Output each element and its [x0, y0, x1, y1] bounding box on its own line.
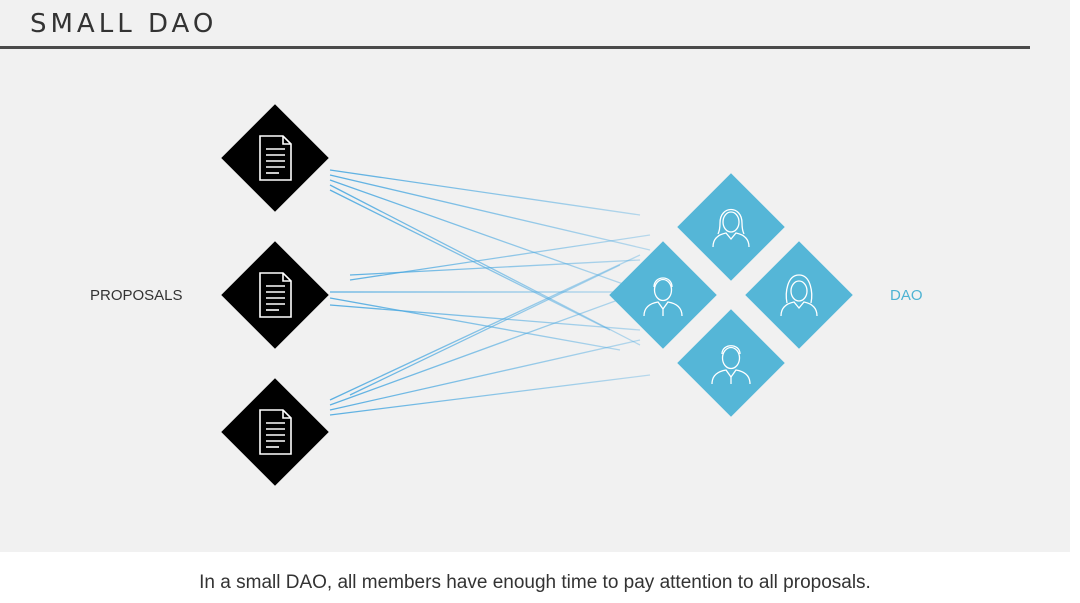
link-line	[329, 291, 641, 406]
link-line	[329, 179, 641, 291]
person-icon	[711, 345, 751, 385]
link-line	[329, 174, 651, 251]
link-line	[349, 264, 621, 396]
page-title: SMALL DAO	[30, 9, 218, 39]
proposal-node	[221, 378, 329, 486]
document-icon	[259, 135, 292, 181]
person-icon	[780, 274, 818, 317]
diagram-panel	[0, 0, 1070, 552]
link-line	[329, 254, 641, 401]
document-icon	[259, 272, 292, 318]
link-line	[329, 297, 621, 351]
proposal-node	[221, 241, 329, 349]
person-icon	[712, 208, 750, 248]
link-line	[329, 374, 651, 416]
title-underline	[0, 46, 1030, 49]
dao-member-node	[609, 241, 717, 349]
dao-member-node	[745, 241, 853, 349]
document-icon	[259, 409, 292, 455]
proposal-node	[221, 104, 329, 212]
proposals-label: PROPOSALS	[90, 287, 183, 304]
link-line	[329, 184, 641, 346]
dao-member-node	[677, 173, 785, 281]
link-line	[329, 304, 641, 331]
dao-member-node	[677, 309, 785, 417]
link-line	[329, 169, 641, 216]
figure-caption: In a small DAO, all members have enough …	[199, 572, 871, 593]
dao-label: DAO	[890, 287, 923, 304]
link-line	[329, 339, 641, 411]
connection-lines	[329, 169, 651, 416]
link-line	[349, 259, 641, 276]
person-icon	[643, 277, 683, 317]
link-line	[329, 189, 611, 331]
